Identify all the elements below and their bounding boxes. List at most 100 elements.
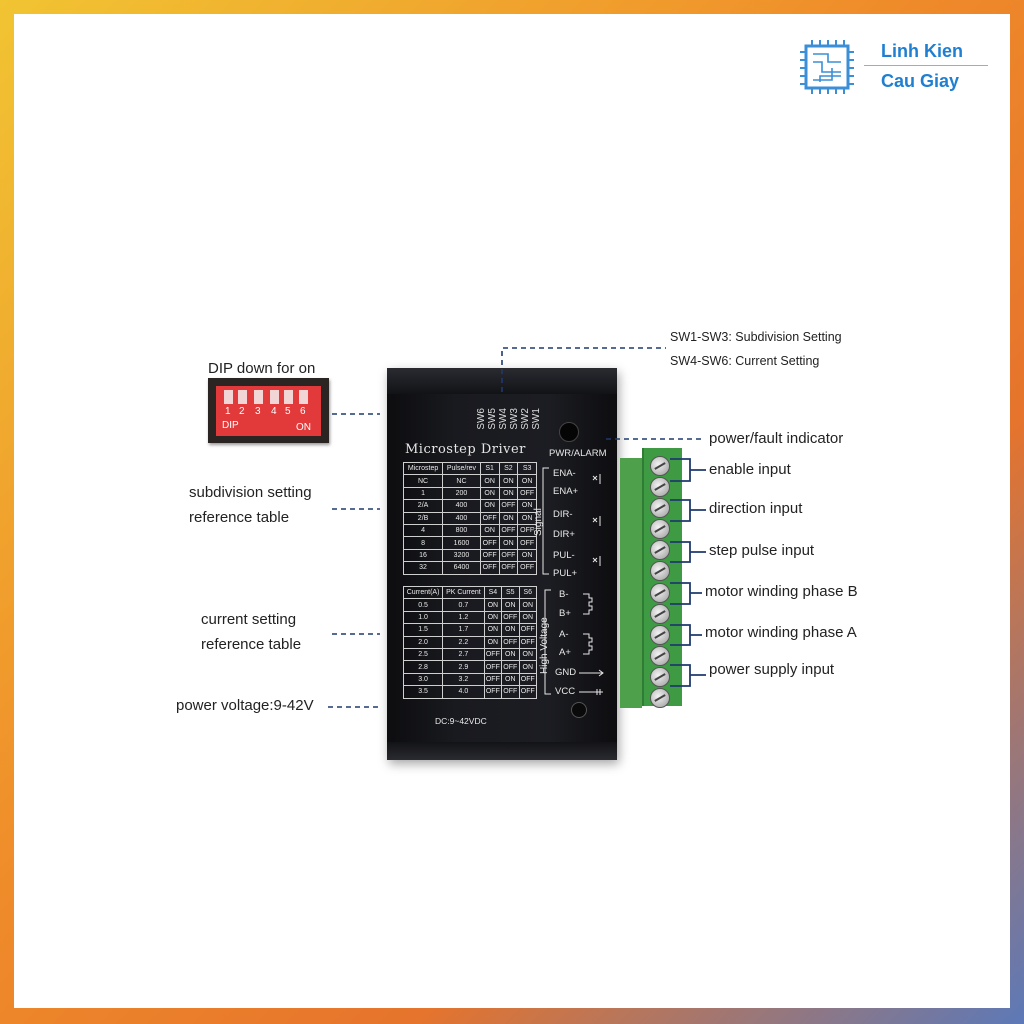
table-cell: 1 xyxy=(402,486,444,501)
dip-number: 2 xyxy=(239,406,245,417)
dip-callout: DIP down for on xyxy=(208,360,316,377)
mount-screw xyxy=(571,702,587,718)
table-cell: OFF xyxy=(501,685,520,699)
pin-label-ena-plus: ENA+ xyxy=(553,486,579,497)
device-bottom-rail xyxy=(387,742,617,760)
subdivision-callout-line1: subdivision setting xyxy=(189,484,312,501)
dip-label: DIP xyxy=(222,420,239,431)
table-cell: 1600 xyxy=(442,536,481,550)
leader-lines xyxy=(328,347,706,708)
dip-key-5 xyxy=(284,390,293,404)
table-cell: ON xyxy=(517,474,537,488)
chip-logo-icon xyxy=(798,38,856,96)
table-cell: 800 xyxy=(442,523,481,538)
table-cell: ON xyxy=(479,523,500,538)
pin-label-gnd: GND xyxy=(555,667,577,678)
table-cell: OFF xyxy=(517,523,537,538)
pin-label-vcc: VCC xyxy=(555,686,576,697)
pin-label-b-plus: B+ xyxy=(559,608,571,619)
table-cell: 1.2 xyxy=(442,610,485,625)
table-header-cell: Current(A) xyxy=(402,585,444,600)
phase-b-callout: motor winding phase B xyxy=(705,583,858,600)
terminal-block-back xyxy=(620,458,642,708)
terminal-screw xyxy=(650,540,670,560)
terminal-screw xyxy=(650,604,670,624)
pwr-alarm-label: PWR/ALARM xyxy=(549,448,607,459)
dip-number: 6 xyxy=(300,406,306,417)
table-cell: ON xyxy=(518,610,537,625)
table-cell: OFF xyxy=(479,511,500,525)
table-cell: 2.8 xyxy=(402,660,444,674)
terminal-screw xyxy=(650,583,670,603)
dip-number: 1 xyxy=(225,406,231,417)
table-cell: 8 xyxy=(402,536,444,550)
table-cell: OFF xyxy=(479,561,500,575)
dip-number: 5 xyxy=(285,406,291,417)
logo-divider xyxy=(864,65,988,66)
terminal-screw xyxy=(650,646,670,666)
logo-text-line2: Cau Giay xyxy=(881,71,960,91)
phase-a-callout: motor winding phase A xyxy=(705,624,857,641)
table-cell: ON xyxy=(501,672,520,687)
pin-label-a-minus: A- xyxy=(559,629,569,640)
subdivision-callout-line2: reference table xyxy=(189,509,290,526)
table-cell: 32 xyxy=(402,561,444,575)
logo-text-line1: Linh Kien xyxy=(881,41,963,61)
table-cell: OFF xyxy=(479,548,500,563)
table-cell: 16 xyxy=(402,548,444,563)
table-cell: ON xyxy=(518,647,537,662)
table-cell: 6400 xyxy=(442,561,481,575)
table-cell: OFF xyxy=(518,635,537,649)
pin-label-ena-minus: ENA- xyxy=(553,468,576,479)
dip-key-2 xyxy=(238,390,247,404)
terminal-screw xyxy=(650,625,670,645)
power-supply-callout: power supply input xyxy=(709,661,835,678)
table-header-cell: PK Current xyxy=(442,585,485,600)
table-header-cell: S5 xyxy=(501,585,520,600)
dip-switch-body: 1 2 3 4 5 6 DIP NO xyxy=(216,386,321,436)
terminal-screw xyxy=(650,477,670,497)
table-cell: ON xyxy=(518,598,537,612)
stepper-driver-body: SW6 SW5 SW4 SW3 SW2 SW1 PWR/ALARM Micros… xyxy=(387,368,617,760)
table-cell: 4 xyxy=(402,523,444,538)
pin-label-a-plus: A+ xyxy=(559,647,571,658)
pin-label-b-minus: B- xyxy=(559,589,569,600)
table-cell: 2.9 xyxy=(442,660,485,674)
table-cell: ON xyxy=(517,548,537,563)
table-cell: 3.0 xyxy=(402,672,444,687)
device-panel-marks xyxy=(542,467,604,695)
voltage-rating: DC:9~42VDC xyxy=(435,716,487,726)
pwr-alarm-led xyxy=(559,422,579,442)
diagram-canvas: Linh Kien Cau Giay 1 2 3 4 5 6 DIP NO SW… xyxy=(14,14,1010,1008)
terminal-block xyxy=(620,446,682,708)
current-callout-line2: reference table xyxy=(201,636,302,653)
table-cell: OFF xyxy=(501,635,520,649)
terminal-screw xyxy=(650,667,670,687)
step-pulse-callout: step pulse input xyxy=(709,542,815,559)
terminal-screw xyxy=(650,561,670,581)
terminal-screw xyxy=(650,688,670,708)
table-cell: OFF xyxy=(517,561,537,575)
direction-input-callout: direction input xyxy=(709,500,803,517)
sw-callout-line2: SW4-SW6: Current Setting xyxy=(670,354,820,368)
table-cell: 400 xyxy=(442,511,481,525)
current-callout-line1: current setting xyxy=(201,611,297,628)
table-cell: ON xyxy=(501,647,520,662)
table-cell: OFF xyxy=(517,536,537,550)
pin-label-pul-plus: PUL+ xyxy=(553,568,578,579)
